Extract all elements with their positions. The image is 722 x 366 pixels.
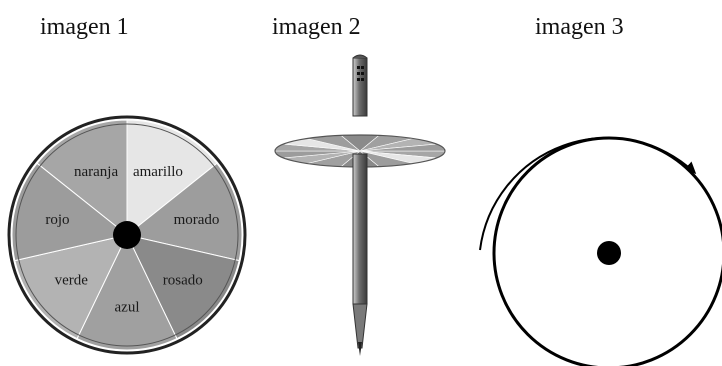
wheel-label-naranja: naranja [74,164,118,180]
wheel-label-rosado: rosado [163,272,203,288]
pencil-shaft [353,154,367,356]
spinning-top-pencil [265,50,455,360]
wheel-label-morado: morado [174,212,220,228]
wheel-label-azul: azul [115,299,140,315]
rotating-disc [462,100,722,366]
wheel-label-verde: verde [55,272,89,288]
color-wheel: naranja amarillo morado rosado azul verde rojo [0,100,260,366]
wheel-hub [113,221,141,249]
pencil-top [353,55,367,116]
wheel-label-amarillo: amarillo [133,164,183,180]
wheel-label-rojo: rojo [45,212,69,228]
disc-center-dot [597,241,621,265]
caption-imagen-3: imagen 3 [535,14,624,41]
caption-imagen-1: imagen 1 [40,14,129,41]
caption-imagen-2: imagen 2 [272,14,361,41]
